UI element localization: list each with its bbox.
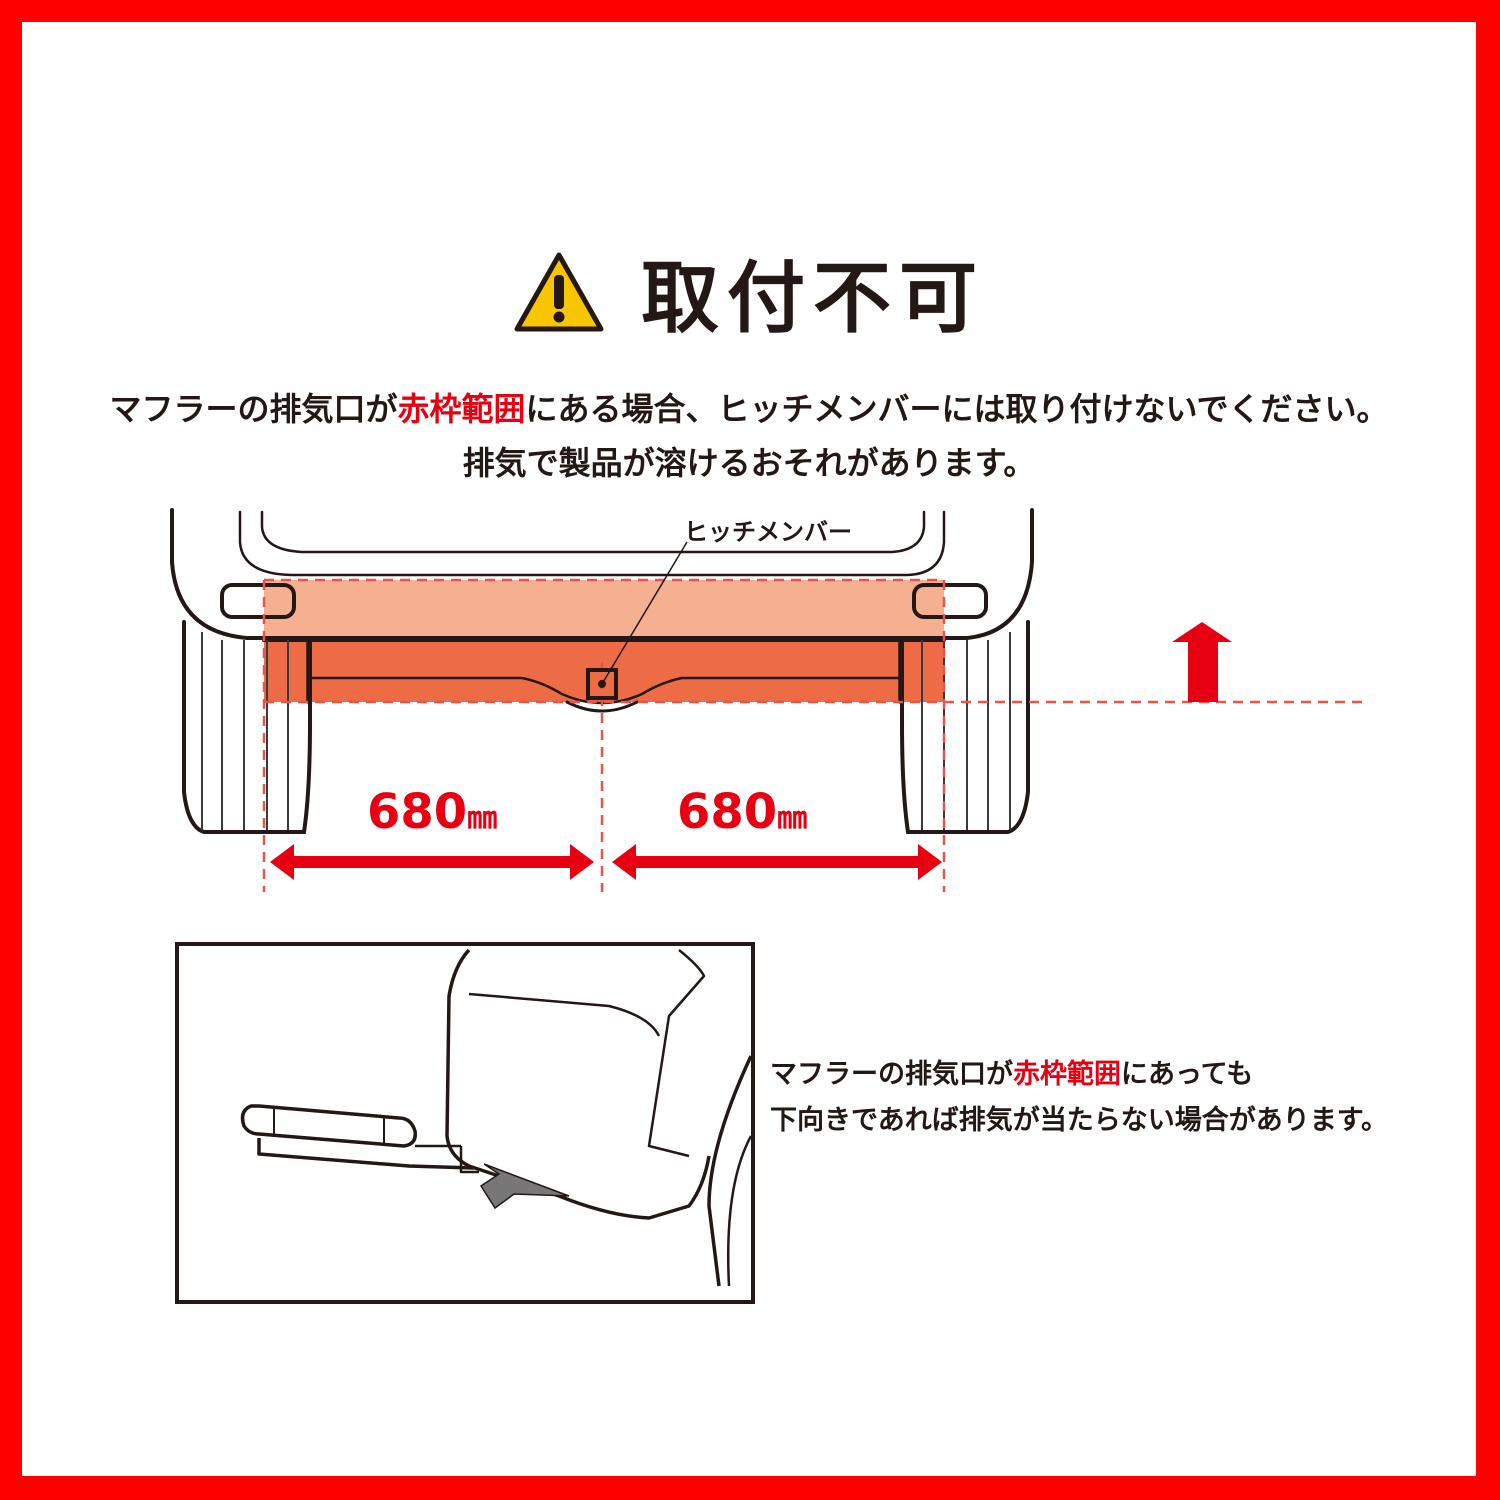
side-note: マフラーの排気口が赤枠範囲にあっても 下向きであれば排気が当たらない場合がありま… [770, 1052, 1388, 1144]
dimension-value: 680 [677, 784, 778, 840]
right-dimension-label: 680㎜ [677, 784, 807, 840]
title-row: 取付不可 [22, 237, 1476, 347]
notice-text: マフラーの排気口が [109, 390, 398, 428]
muffler-exhaust [479, 1163, 570, 1210]
notice-line-2: 排気で製品が溶けるおそれがあります。 [462, 444, 1036, 482]
main-notice: マフラーの排気口が赤枠範囲にある場合、ヒッチメンバーには取り付けないでください。… [22, 382, 1476, 490]
side-view-inset [175, 942, 755, 1304]
notice-highlight: 赤枠範囲 [397, 390, 526, 428]
warning-triangle-icon [514, 252, 604, 332]
rear-view-diagram [170, 508, 1362, 892]
left-dimension-label: 680㎜ [367, 784, 497, 840]
side-view-illustration [240, 948, 751, 1287]
notice-line-1: マフラーの排気口が赤枠範囲にある場合、ヒッチメンバーには取り付けないでください。 [22, 382, 1476, 436]
note-text: マフラーの排気口が [770, 1059, 1013, 1090]
hitch-member-label: ヒッチメンバー [684, 518, 852, 546]
notice-text: にある場合、ヒッチメンバーには取り付けないでください。 [525, 390, 1389, 428]
dimension-arrows [270, 844, 942, 880]
page-title: 取付不可 [640, 254, 985, 344]
dimension-unit: ㎜ [777, 801, 808, 836]
side-note-line-1: マフラーの排気口が赤枠範囲にあっても [770, 1052, 1388, 1098]
dimension-value: 680 [367, 784, 468, 840]
dimension-unit: ㎜ [467, 801, 498, 836]
note-text: にあっても [1121, 1059, 1254, 1090]
exhaust-zone-upper [264, 580, 944, 642]
note-highlight: 赤枠範囲 [1013, 1059, 1121, 1090]
side-note-line-2: 下向きであれば排気が当たらない場合があります。 [770, 1105, 1389, 1136]
page-canvas: 取付不可 マフラーの排気口が赤枠範囲にある場合、ヒッチメンバーには取り付けないで… [22, 22, 1476, 1476]
up-arrow-icon [1172, 622, 1232, 702]
hitch-receiver [586, 668, 618, 700]
